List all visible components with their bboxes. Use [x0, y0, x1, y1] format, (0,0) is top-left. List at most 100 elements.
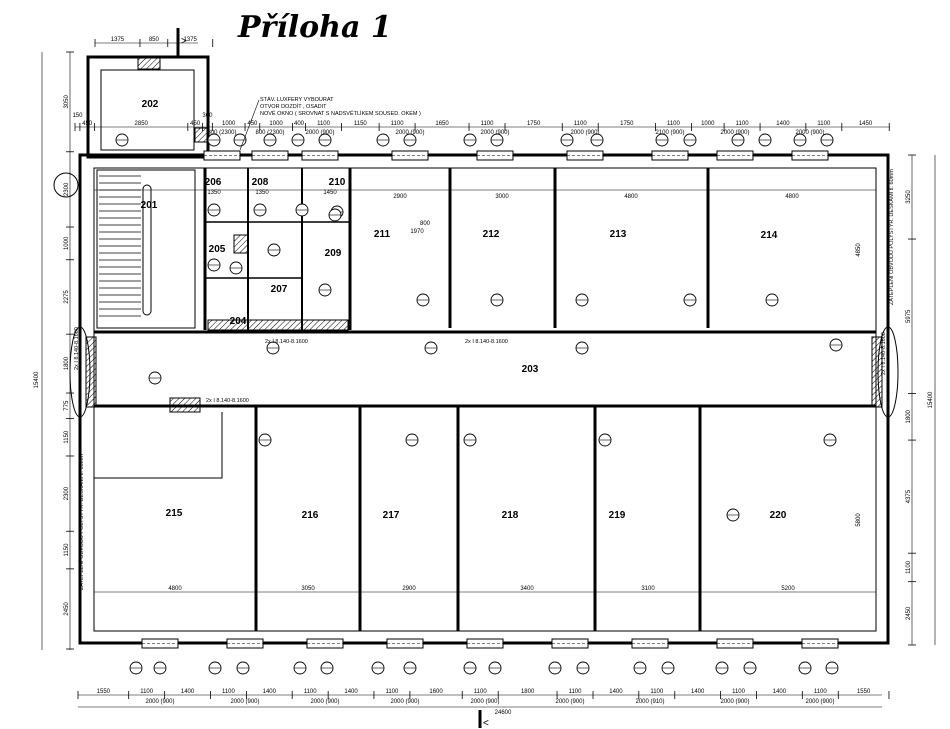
left-dimension-label: 1150: [64, 430, 70, 444]
room-label-207: 207: [271, 284, 288, 295]
room-label-204: 204: [230, 316, 247, 327]
page-title: Příloha 1: [237, 10, 392, 45]
room-label-216: 216: [302, 510, 319, 521]
room-label-201: 201: [141, 200, 158, 211]
window-bottom-label: 2000 (900): [805, 699, 834, 705]
top-dimension-label: 1750: [620, 121, 634, 127]
left-dimension-label: 2450: [64, 602, 70, 616]
window-bottom-label: 2000 (900): [470, 699, 499, 705]
top-dimension-label: 1400: [776, 121, 790, 127]
bottom-dimension-label: 1550: [857, 689, 871, 695]
bottom-dimension-label: 1100: [732, 689, 746, 695]
top-dimension-label: 1100: [667, 121, 681, 127]
window-top-label: 2000 (900): [795, 130, 824, 136]
demolition-note-line-3: NOVÉ OKNO ( SROVNAT S NADSVĚTLÍKEM SOUSE…: [260, 109, 421, 117]
lintel-note-bottom: 2x I 8.140-8.1600: [206, 398, 249, 404]
right-dimension-label: 5975: [906, 309, 912, 323]
window-top-label: 2000 (900): [570, 130, 599, 136]
top-dimension-label: 1100: [481, 121, 495, 127]
left-dimension-label: 1800: [64, 356, 70, 370]
staircase-201: [96, 169, 196, 329]
left-dimension-label: 1000: [64, 236, 70, 250]
bottom-dimension-label: 1400: [263, 689, 277, 695]
windows: 800 (2300)800 (2300)2000 (900)2000 (900)…: [141, 130, 839, 705]
window-bottom-label: 2000 (910): [635, 699, 664, 705]
right-dimension-label: 1100: [906, 560, 912, 574]
left-dimension-label: 2275: [64, 290, 70, 304]
left-total: 15400: [34, 371, 40, 388]
room-width-211: 2900: [393, 194, 407, 200]
window-top-label: 2000 (900): [480, 130, 509, 136]
room-label-218: 218: [502, 510, 519, 521]
annex-202: [86, 55, 210, 159]
room-width-219: 3100: [641, 586, 655, 592]
room-width-214: 4800: [785, 194, 799, 200]
bottom-dimension-label: 1100: [385, 689, 399, 695]
top-dimension-label: 1150: [354, 121, 368, 127]
bottom-dimension-label: 1100: [814, 689, 828, 695]
room-width-213: 4800: [624, 194, 638, 200]
window-bottom-label: 2000 (900): [555, 699, 584, 705]
top-dimension-label: 1100: [817, 121, 831, 127]
room-value-206: 1350: [207, 190, 221, 196]
annex-dimension-label: 1375: [111, 37, 125, 43]
bottom-dimension-label: 1400: [773, 689, 787, 695]
top-dimension-label: 1650: [435, 121, 449, 127]
room-width-218: 3400: [520, 586, 534, 592]
lintel-note-left: 2x I 8.140-8.1600: [74, 327, 80, 370]
annex-dimension-label: 850: [149, 37, 160, 43]
right-total: 15400: [928, 391, 934, 408]
bottom-dimension-label: 1100: [474, 689, 488, 695]
room-label-213: 213: [610, 229, 627, 240]
right-dimension-label: 2450: [906, 606, 912, 620]
room-label-208: 208: [252, 177, 269, 188]
room-label-220: 220: [770, 510, 787, 521]
room-label-209: 209: [325, 248, 342, 259]
section-marker-bottom: <: [478, 710, 489, 729]
window-top-label: 2000 (900): [395, 130, 424, 136]
lintel-note-small: 2x I 8.140-8.1600: [265, 339, 308, 345]
door-height-label: 1970: [410, 229, 424, 235]
bottom-dimension-label: 1400: [691, 689, 705, 695]
room-labels: 202 201 206 208 210 205 209 207 204 211 …: [141, 99, 787, 521]
bottom-dimension-label: 1100: [304, 689, 318, 695]
bottom-dimension-label: 1100: [140, 689, 154, 695]
room-depth-220: 5800: [856, 513, 862, 527]
bottom-dimension-label: 1800: [521, 689, 535, 695]
left-dimension-label: 2300: [64, 486, 70, 500]
room-depth-214: 4850: [856, 243, 862, 257]
top-dimension-label: 450: [190, 121, 201, 127]
room-label-206: 206: [205, 177, 222, 188]
lintel-note-corridor: 2x I 8.140-8.1600: [465, 339, 508, 345]
demolition-note-line-1: STÁV. LUXFERY VYBOURAT: [260, 96, 334, 103]
top-dimension-label: 400: [294, 121, 305, 127]
top-dimension-label: 1100: [317, 121, 331, 127]
top-dimension-label: 1100: [574, 121, 588, 127]
bottom-total: 24600: [495, 710, 512, 716]
room-width-220: 5200: [781, 586, 795, 592]
top-dimension-label: 1000: [222, 121, 236, 127]
room-label-219: 219: [609, 510, 626, 521]
window-bottom-label: 2000 (900): [390, 699, 419, 705]
window-bottom-label: 2000 (900): [310, 699, 339, 705]
top-dimension-label: 1000: [269, 121, 283, 127]
room-value-208: 1350: [255, 190, 269, 196]
left-dimension-label: 3050: [64, 95, 70, 109]
right-dimension-label: 3250: [906, 190, 912, 204]
room-value-210: 1450: [323, 190, 337, 196]
room-dimensions: 2900 3000 4800 4800 4800 3050 2900 3400 …: [168, 190, 862, 592]
bottom-dimension-label: 1400: [344, 689, 358, 695]
bottom-dimension-label: 1400: [609, 689, 623, 695]
top-dimension-label: 2850: [135, 121, 149, 127]
window-bottom-label: 2000 (900): [720, 699, 749, 705]
svg-text:>: >: [181, 36, 187, 47]
top-dimension-label: 1000: [701, 121, 715, 127]
top-dimension-label: 450: [247, 121, 258, 127]
door-width-label: 800: [420, 221, 431, 227]
window-top-label: 800 (2300): [207, 130, 236, 136]
right-dimension-label: 4375: [906, 489, 912, 503]
left-dimension-label: 2300: [64, 182, 70, 196]
bottom-dimension-label: 1100: [650, 689, 664, 695]
